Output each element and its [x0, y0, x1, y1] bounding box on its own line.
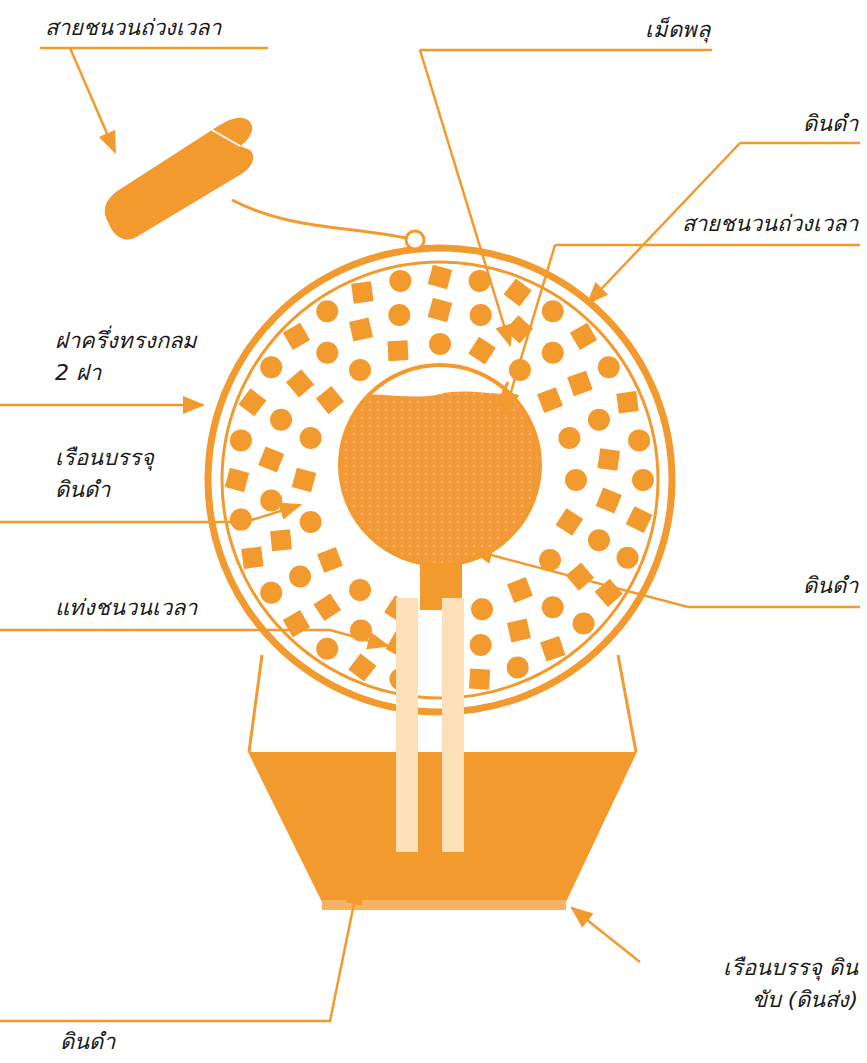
pellet	[283, 610, 310, 637]
pellet	[300, 427, 322, 449]
pellet	[469, 668, 490, 689]
part-label: ฝาครึ่งทรงกลม 2 ฝา	[55, 325, 215, 389]
pellet	[225, 468, 249, 492]
pellet	[429, 333, 451, 355]
pellet	[626, 506, 653, 533]
part-label: เรือนบรรจุ ดินขับ (ดินส่ง)	[706, 952, 858, 1016]
pellet	[388, 304, 410, 326]
pellet	[283, 323, 310, 350]
pellet	[542, 342, 564, 364]
pellet	[597, 448, 620, 471]
pellet	[628, 429, 650, 451]
pellet	[616, 391, 638, 413]
pellet	[313, 593, 341, 621]
pellet	[387, 340, 408, 361]
pellet	[230, 429, 252, 451]
pellet	[468, 337, 496, 365]
pellet	[300, 511, 322, 533]
pellet	[260, 356, 282, 378]
pellet	[351, 281, 373, 303]
pellet	[507, 619, 531, 643]
pellet	[471, 598, 493, 620]
pellet	[241, 546, 263, 568]
part-label: ดินดำ	[60, 1026, 115, 1058]
pellet	[389, 270, 411, 292]
pellet	[316, 386, 344, 414]
pellet	[316, 342, 338, 364]
pellet	[507, 577, 533, 603]
part-label: ดินดำ	[803, 570, 858, 602]
pellet	[556, 508, 584, 536]
part-label: สายชนวนถ่วงเวลา	[682, 208, 858, 240]
pellet	[617, 547, 639, 569]
pellet	[316, 638, 338, 660]
outer-shell	[208, 231, 672, 712]
pellet	[258, 446, 284, 472]
pellet	[270, 409, 292, 431]
pellet	[260, 582, 282, 604]
pellet	[567, 371, 593, 397]
pellet	[470, 634, 492, 656]
pellet	[317, 547, 343, 573]
part-label: เรือนบรรจุ ดินดำ	[55, 442, 171, 506]
part-label: ดินดำ	[803, 108, 858, 140]
pellet	[573, 613, 595, 635]
part-label: เม็ดพลุ	[645, 14, 710, 46]
pellet	[349, 359, 371, 381]
pellet	[558, 427, 580, 449]
pellet-ring	[225, 265, 654, 690]
inner-chamber	[330, 365, 550, 610]
fuse-cord	[105, 118, 406, 240]
pellet	[292, 468, 316, 492]
pellet	[588, 529, 610, 551]
pellet	[316, 300, 338, 322]
pellet	[570, 323, 597, 350]
pellet	[537, 387, 563, 413]
pellet	[270, 529, 292, 551]
part-label: สายชนวนถ่วงเวลา	[45, 12, 221, 44]
delay-rods	[396, 598, 464, 852]
pellet	[565, 469, 587, 491]
pellet	[588, 409, 610, 431]
pellet	[289, 566, 311, 588]
pellet	[349, 318, 373, 342]
pellet	[349, 579, 371, 601]
pellet	[504, 278, 532, 306]
pellet	[507, 657, 529, 679]
pellet	[260, 489, 282, 511]
pellet	[238, 388, 266, 416]
pellet	[542, 300, 564, 322]
pellet	[598, 356, 620, 378]
pellet	[632, 469, 654, 491]
pellet	[428, 265, 452, 289]
part-label: แท่งชนวนเวลา	[55, 592, 197, 624]
pellet	[542, 596, 564, 618]
pellet	[428, 298, 452, 322]
pellet	[286, 369, 314, 397]
leader-lines	[0, 48, 860, 1021]
pellet	[540, 636, 565, 661]
pellet	[470, 304, 492, 326]
pellet	[596, 487, 622, 513]
pellet	[348, 654, 376, 682]
